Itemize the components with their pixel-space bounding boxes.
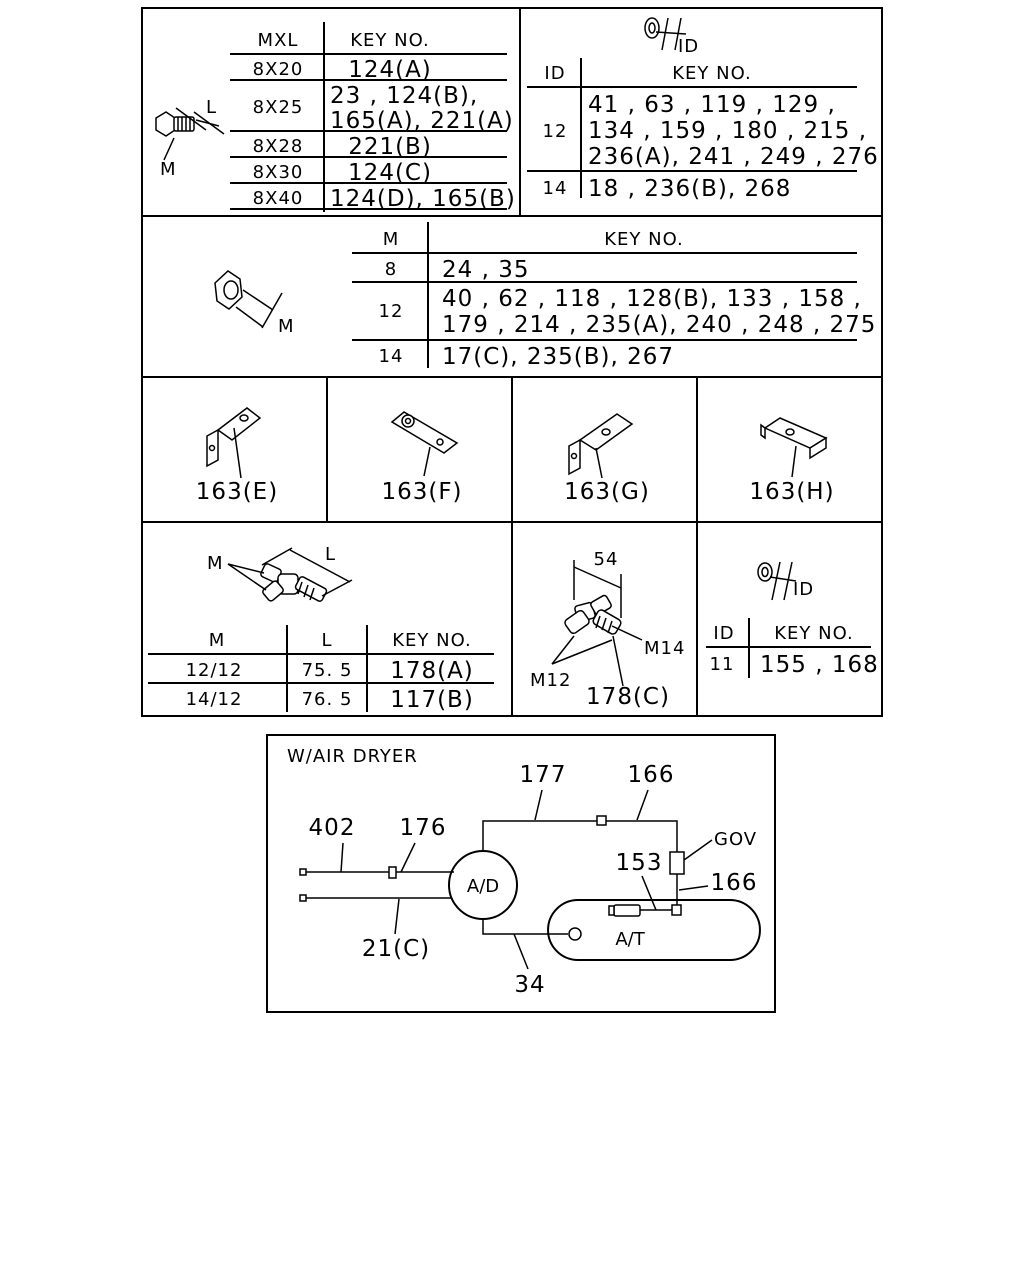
table-cell: 178(A) (390, 658, 474, 684)
air-dryer-label: A/D (467, 876, 499, 897)
table-cell: 11 (710, 654, 735, 675)
table-cell: 236(A), 241 , 249 , 276 (588, 144, 879, 170)
table-cell: 41 , 63 , 119 , 129 , (588, 92, 836, 118)
table-cell: 75. 5 (302, 660, 353, 681)
nut-m-label: M (278, 316, 295, 337)
nut-table: M KEY NO. 8 24 , 35 12 40 , 62 , 118 , 1… (352, 222, 876, 370)
table-cell: 117(B) (390, 687, 474, 713)
washer-icon (644, 17, 687, 51)
callout-166-top: 166 (628, 762, 675, 788)
callout-153: 153 (616, 850, 663, 876)
table-cell: 12 (379, 301, 404, 322)
washer-small-col-key: KEY NO. (774, 623, 854, 644)
table-cell: 124(D), 165(B) (330, 186, 516, 212)
callout-176: 176 (400, 815, 447, 841)
table-cell: 134 , 159 , 180 , 215 , (588, 118, 867, 144)
table-cell: 40 , 62 , 118 , 128(B), 133 , 158 , (442, 286, 862, 312)
table-cell: 17(C), 235(B), 267 (442, 344, 674, 370)
tee-c-m12: M12 (530, 670, 571, 691)
tee-m-label: M (207, 553, 224, 574)
air-tank (547, 899, 761, 961)
table-cell: 8X20 (253, 59, 304, 80)
tee-col-key: KEY NO. (392, 630, 472, 651)
washer-small-col-id: ID (713, 623, 734, 644)
washer-small-icon (757, 561, 797, 601)
air-dryer-schematic: W/AIR DRYER A/D A/T (266, 734, 776, 1013)
bracket-f: 163(F) (381, 411, 462, 505)
bolt-m-label: M (160, 159, 177, 180)
table-cell: 14 (379, 346, 404, 367)
callout-34: 34 (514, 972, 545, 998)
table-cell: 24 , 35 (442, 257, 529, 283)
bolt-l-label: L (206, 97, 217, 118)
table-cell: 18 , 236(B), 268 (588, 176, 791, 202)
table-cell: 23 , 124(B), (330, 83, 478, 109)
tee-fitting-icon (227, 547, 353, 602)
washer-small-id-label: ID (793, 579, 814, 600)
tee-c-m14: M14 (644, 638, 685, 659)
bracket-label: 163(H) (749, 479, 834, 505)
washer-col-id: ID (544, 63, 565, 84)
nut-col-key: KEY NO. (604, 229, 684, 250)
washer-small-table: ID KEY NO. 11 155 , 168 (706, 618, 879, 678)
table-cell: 179 , 214 , 235(A), 240 , 248 , 275 (442, 312, 876, 338)
table-cell: 124(C) (348, 160, 432, 186)
tee-l-label: L (325, 544, 336, 565)
tee-c-dim: 54 (594, 549, 619, 570)
bolt-col-size: MXL (258, 30, 299, 51)
table-cell: 12 (543, 121, 568, 142)
bracket-label: 163(E) (196, 479, 278, 505)
nut-section: M M KEY NO. 8 24 , 35 12 40 , 62 , 118 ,… (214, 222, 876, 370)
tee-table: M L KEY NO. 12/12 75. 5 178(A) 14/12 76.… (148, 625, 494, 713)
nut-icon (214, 270, 283, 329)
bolt-section: L M MXL KEY NO. 8X20 124(A) 8X25 23 , 12… (155, 22, 516, 212)
tee-c-fitting-icon (551, 560, 643, 687)
bracket-label: 163(F) (381, 479, 462, 505)
schematic-title: W/AIR DRYER (287, 746, 418, 767)
tee-col-m: M (209, 630, 226, 651)
governor-label: GOV (714, 829, 757, 850)
washer-section: ID ID KEY NO. 12 41 , 63 , 119 , 129 , 1… (527, 17, 879, 202)
table-cell: 8X25 (253, 97, 304, 118)
table-cell: 12/12 (186, 660, 243, 681)
table-cell: 8 (385, 259, 397, 280)
tee-c-section: 54 M14 M12 178(C) (530, 549, 685, 710)
washer-col-key: KEY NO. (672, 63, 752, 84)
bolt-col-key: KEY NO. (350, 30, 430, 51)
bracket-label: 163(G) (564, 479, 650, 505)
table-cell: 155 , 168 (760, 652, 879, 678)
callout-402: 402 (309, 815, 356, 841)
table-cell: 76. 5 (302, 689, 353, 710)
table-cell: 14/12 (186, 689, 243, 710)
table-cell: 8X28 (253, 136, 304, 157)
callout-177: 177 (520, 762, 567, 788)
table-cell: 124(A) (348, 57, 432, 83)
table-cell: 8X30 (253, 162, 304, 183)
table-cell: 14 (543, 178, 568, 199)
air-tank-label: A/T (615, 929, 645, 950)
table-cell: 8X40 (253, 188, 304, 209)
tee-c-label: 178(C) (586, 684, 670, 710)
tee-col-l: L (321, 630, 332, 651)
grid-frame (141, 7, 883, 717)
table-cell: 221(B) (348, 134, 432, 160)
bracket-g: 163(G) (564, 413, 650, 505)
washer-small-section: ID ID KEY NO. 11 155 , 168 (706, 561, 879, 678)
bracket-h: 163(H) (749, 417, 834, 505)
table-cell: 165(A), 221(A) (330, 108, 514, 134)
bracket-e: 163(E) (196, 407, 278, 505)
tee-section: M L M L KEY NO. 12/12 75. 5 178(A) 14/12… (148, 544, 494, 713)
bolt-table: MXL KEY NO. 8X20 124(A) 8X25 23 , 124(B)… (230, 22, 516, 212)
callout-21c: 21(C) (362, 936, 430, 962)
washer-table: ID KEY NO. 12 41 , 63 , 119 , 129 , 134 … (527, 58, 879, 202)
callout-166-right: 166 (711, 870, 758, 896)
bolt-icon (155, 107, 225, 161)
washer-id-label: ID (678, 36, 699, 57)
nut-col-m: M (383, 229, 400, 250)
